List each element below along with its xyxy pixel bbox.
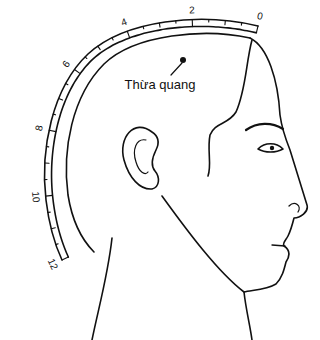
leader-line — [171, 63, 182, 75]
scale-number: 8 — [33, 124, 45, 132]
ruler-tick — [45, 162, 49, 163]
neck-back — [92, 238, 112, 340]
ruler-tick — [98, 46, 100, 49]
ruler-tick — [51, 228, 55, 229]
face-profile — [244, 38, 307, 340]
point-label: Thừa quang — [125, 78, 196, 92]
ruler-tick — [46, 146, 48, 147]
ruler-tick — [175, 21, 176, 23]
ruler-tick — [74, 70, 80, 74]
ruler-tick — [56, 243, 58, 245]
ear — [123, 127, 159, 189]
pupil — [270, 146, 274, 150]
ruler-tick — [127, 31, 129, 38]
ruler-tick — [208, 20, 209, 22]
ruler-tick — [159, 23, 161, 27]
ruler-tick — [224, 21, 225, 25]
ruler-tick — [143, 26, 145, 28]
ruler-tick — [45, 179, 47, 180]
ear-inner — [134, 140, 148, 174]
ruler-tick — [112, 38, 113, 40]
ruler-tick — [62, 257, 68, 260]
ruler-tick — [59, 99, 63, 101]
ruler-tick — [256, 26, 258, 33]
scale-number: 4 — [119, 16, 128, 28]
ruler-inner-edge — [52, 26, 257, 257]
scale-number: 12 — [46, 257, 61, 272]
eyebrow — [246, 124, 283, 130]
eye — [258, 144, 283, 152]
scale-number: 0 — [256, 10, 264, 22]
ruler-tick — [192, 20, 193, 27]
ruler-arc — [45, 19, 258, 260]
hairline — [208, 40, 252, 176]
ruler-tick — [241, 23, 242, 25]
nostril — [289, 204, 299, 212]
scale-number: 6 — [60, 58, 72, 69]
head-outline — [66, 34, 250, 252]
ruler-tick — [53, 114, 55, 116]
ruler-tick — [48, 212, 50, 214]
scale-number: 2 — [189, 4, 195, 15]
acupoint-dot — [180, 57, 186, 63]
jaw-line — [162, 196, 244, 292]
mouth — [272, 245, 285, 246]
ruler-tick — [46, 195, 53, 197]
scale-number: 10 — [30, 191, 42, 203]
ruler-tick — [49, 130, 56, 131]
ruler-ticks — [45, 20, 258, 260]
ruler-tick — [66, 84, 68, 85]
ruler-tick — [85, 57, 87, 59]
